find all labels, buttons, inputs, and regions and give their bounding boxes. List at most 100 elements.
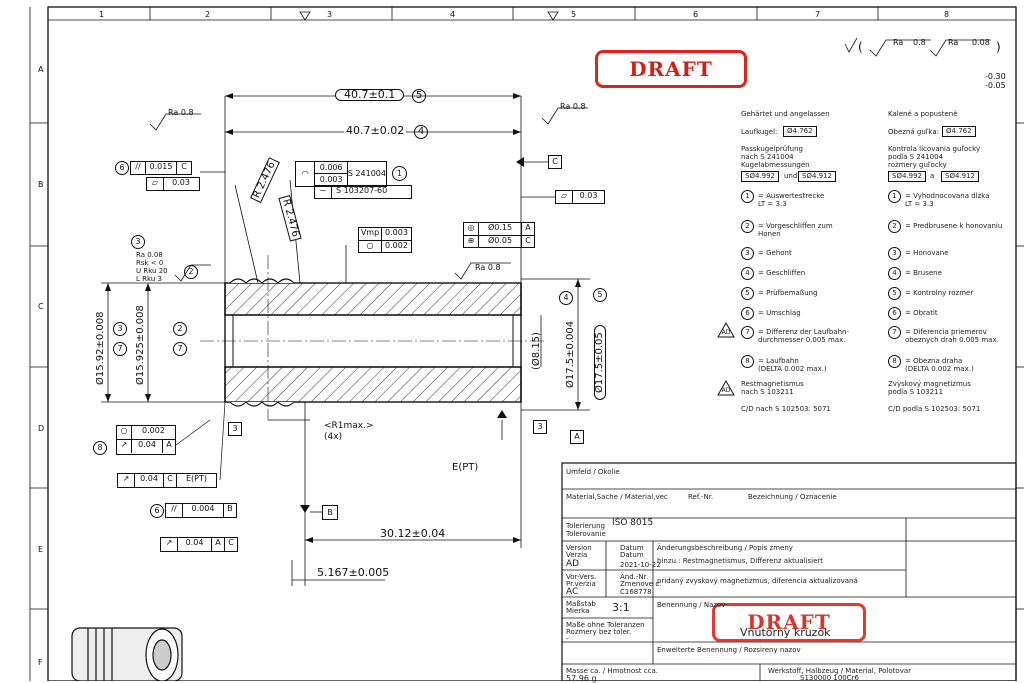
legend-balloon: 8	[888, 355, 901, 368]
tb-no-tol: Rozmery bez toler.	[566, 628, 632, 636]
circularity-icon: ○	[117, 426, 132, 439]
fcf-ref: C	[164, 474, 177, 487]
dim-dia-15-92: Ø15.92±0.008	[95, 311, 106, 385]
legend-text: = Differenz der Laufbahn-	[758, 328, 849, 336]
balloon-3: 3	[113, 322, 127, 336]
balloon-6: 6	[115, 161, 129, 175]
paren-open: (	[858, 40, 863, 54]
col-label: 2	[205, 10, 211, 19]
tb-benennung: Benennung / Nazov	[657, 601, 726, 609]
tb-version: Verzia	[566, 551, 588, 559]
tb-version-value: AD	[566, 559, 580, 569]
legend-text: LT = 3.3	[758, 200, 787, 208]
part-section	[200, 255, 545, 420]
parallel-icon: //	[166, 504, 183, 517]
fcf-value: 0.002	[385, 241, 408, 250]
legend-text: Honen	[758, 230, 781, 238]
frame-ticks	[30, 7, 1024, 610]
balloon-8: 8	[93, 441, 107, 455]
runout-icon: ↗	[117, 440, 132, 453]
tb-tol-value: ISO 8015	[612, 518, 654, 528]
ref-3: 3	[533, 420, 547, 434]
tb-werkstoff: Werkstoff, Halbzeug / Material, Polotova…	[768, 667, 912, 675]
col-label: 3	[327, 10, 333, 19]
title-block-lines	[561, 462, 1017, 681]
note-boxed: SØ4.912	[798, 171, 836, 182]
tb-dash: -	[566, 635, 569, 643]
legend-text: durchmesser 0.005 max.	[758, 336, 846, 344]
balloon-6: 6	[150, 504, 164, 518]
tb-erweitert: Enweiterte Benennung / Rozsireny nazov	[657, 646, 801, 654]
legend-balloon: 2	[888, 220, 901, 233]
legend-text: = Gehont	[758, 249, 792, 257]
row-label: D	[38, 424, 45, 433]
legend-text: = Brusene	[905, 269, 942, 277]
legend-balloon: 4	[888, 267, 901, 280]
fcf-vmp: Vmp 0.003 ○ 0.002	[358, 227, 412, 253]
legend-balloon: 7	[888, 326, 901, 339]
legend-balloon: 5	[888, 287, 901, 300]
tb-change-nr: Änd.-Nr.	[620, 573, 649, 581]
note-heading: Gehärtet und angelassen	[741, 110, 830, 118]
note-text: nach S 103211	[741, 388, 794, 396]
tb-werkstoff-value: S130000 100Cr6	[800, 674, 859, 682]
datum-b: B	[322, 505, 338, 520]
wave-icon: ∼	[315, 186, 332, 198]
tb-version: Version	[566, 544, 592, 552]
tb-benennung-value: Vnutorny kruzok	[740, 626, 831, 639]
fcf-ref: A	[166, 440, 172, 449]
tb-tol: Tolerovanie	[566, 530, 606, 538]
tb-date-value: 2021-10-22	[620, 561, 661, 569]
tb-scale: Maßstab	[566, 600, 596, 608]
note-text: rozmery guľocky	[888, 161, 947, 169]
legend-text: = Laufbahn	[758, 357, 799, 365]
fcf-ref: B	[227, 504, 233, 513]
legend-balloon: 6	[888, 307, 901, 320]
legend-text: = Obezna draha	[905, 357, 963, 365]
ref-3: 3	[228, 422, 242, 436]
legend-balloon: 4	[741, 267, 754, 280]
circularity-icon: ○	[359, 241, 382, 253]
col-label: 4	[450, 10, 456, 19]
legend-balloon: 6	[741, 307, 754, 320]
fcf-value: 0.002	[142, 426, 165, 435]
flatness-icon: ▱	[556, 191, 573, 203]
part-thumbnail	[71, 627, 183, 681]
tb-date: Datum	[620, 544, 644, 552]
note-text: Obezná guľka:	[888, 128, 939, 136]
ra-value: 0.8	[913, 38, 926, 47]
profile-icon: ◠	[296, 162, 316, 186]
balloon-4: 4	[414, 125, 428, 139]
note-text: Kontrola lícovania guľocky	[888, 145, 981, 153]
tb-scale: Mierka	[566, 607, 590, 615]
tb-prev-version: Pr.verzia	[566, 580, 596, 588]
note-boxed: SØ4.992	[888, 171, 926, 182]
frame-border	[47, 6, 1017, 681]
note-text: Laufkugel:	[741, 128, 778, 136]
ra-label: Ra	[948, 38, 959, 47]
draft-stamp-titleblock: DRAFT	[712, 603, 866, 642]
r1max: <R1max.>	[324, 421, 374, 431]
ra-left: Ra 0.8	[168, 108, 194, 117]
tb-prev-version: Vor-Vers.	[566, 573, 597, 581]
balloon-5: 5	[593, 288, 607, 302]
fcf-value: 0.03	[172, 178, 190, 187]
fcf-values: 0.006 0.003	[315, 162, 348, 186]
legend-text: = Vorgeschliffen zum	[758, 222, 833, 230]
fcf-value: 0.006	[315, 162, 347, 174]
dim-dia-17-5-b: Ø17.5±0.05	[594, 325, 606, 400]
balloon-3: 3	[131, 235, 145, 249]
col-label: 1	[99, 10, 105, 19]
col-label: 5	[571, 10, 577, 19]
dim-dia-15-925: Ø15.925±0.008	[135, 305, 146, 385]
note-text: podla S 241004	[888, 153, 944, 161]
legend-balloon: 7	[741, 326, 754, 339]
ra-right: Ra 0.8	[560, 102, 586, 111]
dim-5-167: 5.167±0.005	[317, 566, 390, 579]
rsk-line: L Rku 3	[136, 275, 162, 283]
balloon-5: 5	[412, 89, 426, 103]
ra-bore: Ra 0.8	[475, 263, 501, 272]
note-boxed: SØ4.912	[941, 171, 979, 182]
